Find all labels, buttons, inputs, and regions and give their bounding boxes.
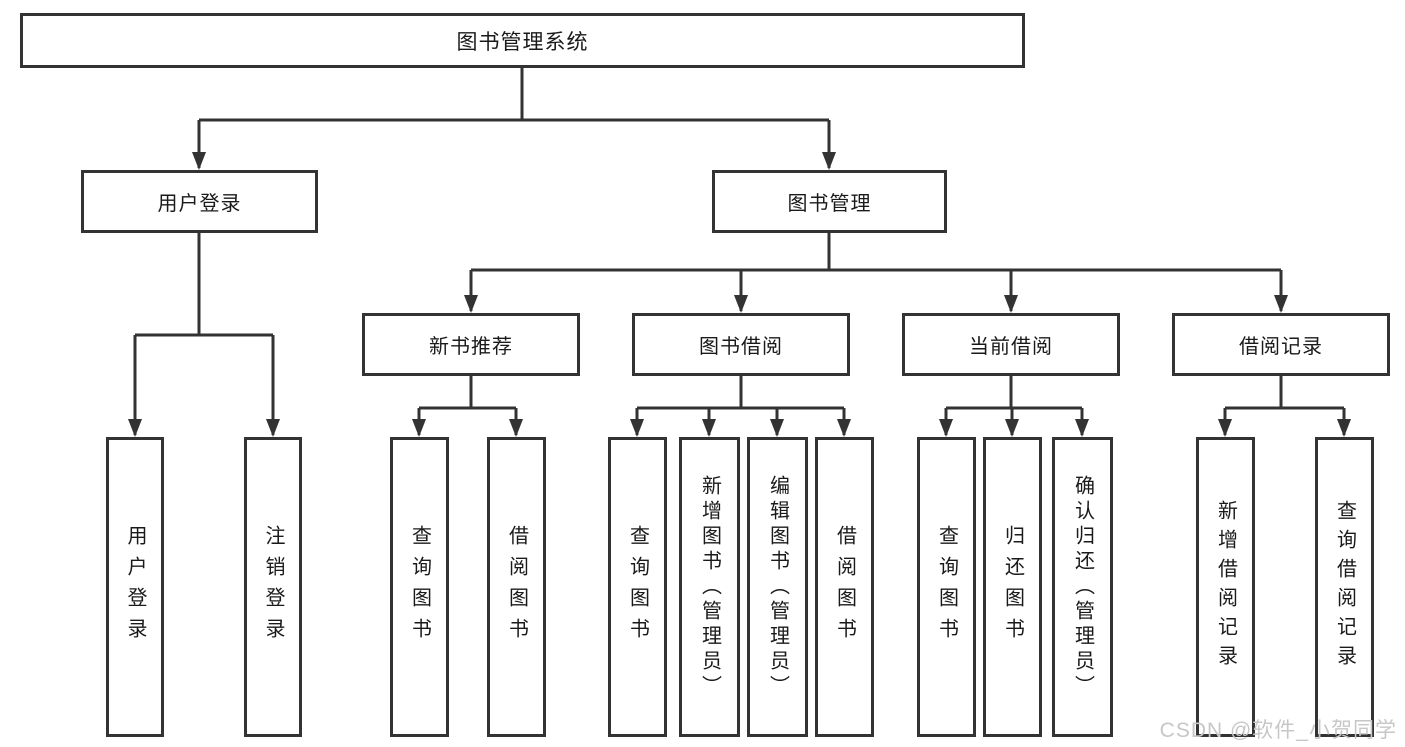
- node-cb-query-books-label: 查询图书: [935, 525, 958, 649]
- node-cb-return-books-label: 归还图书: [1001, 525, 1024, 649]
- arrowhead: [734, 295, 748, 313]
- node-bb-edit-books-label: 编辑图书（管理员）: [766, 474, 789, 700]
- node-nbr-query-books: 查询图书: [390, 437, 449, 737]
- arrowhead: [509, 419, 523, 437]
- arrowhead: [630, 419, 644, 437]
- node-new-book-recommend-label: 新书推荐: [429, 336, 513, 358]
- node-leaf-logout: 注销登录: [244, 437, 302, 737]
- node-bb-add-books: 新增图书（管理员）: [679, 437, 740, 737]
- edge-newbook-to-leaves: [417, 376, 518, 435]
- node-cb-query-books: 查询图书: [917, 437, 976, 737]
- node-borrowing-records-label: 借阅记录: [1239, 336, 1323, 358]
- node-bb-query-books-label: 查询图书: [626, 525, 649, 649]
- arrowhead: [1004, 295, 1018, 313]
- arrowhead: [1005, 419, 1019, 437]
- node-user-login-branch-label: 用户登录: [157, 193, 242, 215]
- arrowhead: [1218, 419, 1232, 437]
- node-br-add-record: 新增借阅记录: [1196, 437, 1255, 737]
- arrowhead: [1337, 419, 1351, 437]
- arrowhead: [1274, 295, 1288, 313]
- arrowhead: [822, 152, 836, 170]
- arrow-heads: [128, 152, 1351, 437]
- arrowhead: [770, 419, 784, 437]
- node-bb-edit-books: 编辑图书（管理员）: [747, 437, 808, 737]
- edge-userlogin-to-leaves: [133, 233, 275, 435]
- arrowhead: [939, 419, 953, 437]
- node-bb-query-books: 查询图书: [608, 437, 667, 737]
- arrowhead: [192, 152, 206, 170]
- node-nbr-borrow-books-label: 借阅图书: [505, 525, 528, 649]
- node-leaf-user-login: 用户登录: [106, 437, 164, 737]
- node-current-borrowing-label: 当前借阅: [969, 336, 1053, 358]
- node-bb-borrow-books: 借阅图书: [815, 437, 874, 737]
- node-cb-return-books: 归还图书: [983, 437, 1042, 737]
- node-nbr-query-books-label: 查询图书: [408, 525, 431, 649]
- node-new-book-recommend: 新书推荐: [362, 313, 580, 376]
- edge-root-to-level2: [197, 68, 831, 168]
- csdn-watermark: CSDN @软件_小贺同学: [1159, 719, 1397, 742]
- arrowhead: [464, 295, 478, 313]
- node-current-borrowing: 当前借阅: [902, 313, 1120, 376]
- node-root-label: 图书管理系统: [456, 30, 589, 54]
- node-br-add-record-label: 新增借阅记录: [1214, 500, 1237, 674]
- node-bb-add-books-label: 新增图书（管理员）: [698, 474, 721, 700]
- node-nbr-borrow-books: 借阅图书: [487, 437, 546, 737]
- edge-borrowing-to-leaves: [635, 376, 846, 435]
- arrowhead: [837, 419, 851, 437]
- node-book-management: 图书管理: [712, 170, 947, 233]
- node-borrowing-records: 借阅记录: [1172, 313, 1390, 376]
- node-cb-confirm-return-label: 确认归还（管理员）: [1071, 474, 1094, 700]
- arrowhead: [266, 419, 280, 437]
- edge-bookmgmt-to-level3: [469, 233, 1283, 311]
- arrowhead: [1075, 419, 1089, 437]
- node-root: 图书管理系统: [20, 13, 1025, 68]
- node-user-login-branch: 用户登录: [81, 170, 318, 233]
- node-leaf-logout-label: 注销登录: [262, 525, 284, 649]
- arrowhead: [128, 419, 142, 437]
- node-cb-confirm-return: 确认归还（管理员）: [1052, 437, 1113, 737]
- node-book-borrowing-label: 图书借阅: [699, 336, 783, 358]
- node-br-query-record-label: 查询借阅记录: [1333, 500, 1356, 674]
- node-leaf-user-login-label: 用户登录: [124, 525, 146, 649]
- node-bb-borrow-books-label: 借阅图书: [833, 525, 856, 649]
- edge-records-to-leaves: [1223, 376, 1346, 435]
- connector-paths: [133, 68, 1346, 435]
- node-br-query-record: 查询借阅记录: [1315, 437, 1374, 737]
- node-book-borrowing: 图书借阅: [632, 313, 850, 376]
- arrowhead: [412, 419, 426, 437]
- node-book-management-label: 图书管理: [787, 193, 872, 215]
- arrowhead: [702, 419, 716, 437]
